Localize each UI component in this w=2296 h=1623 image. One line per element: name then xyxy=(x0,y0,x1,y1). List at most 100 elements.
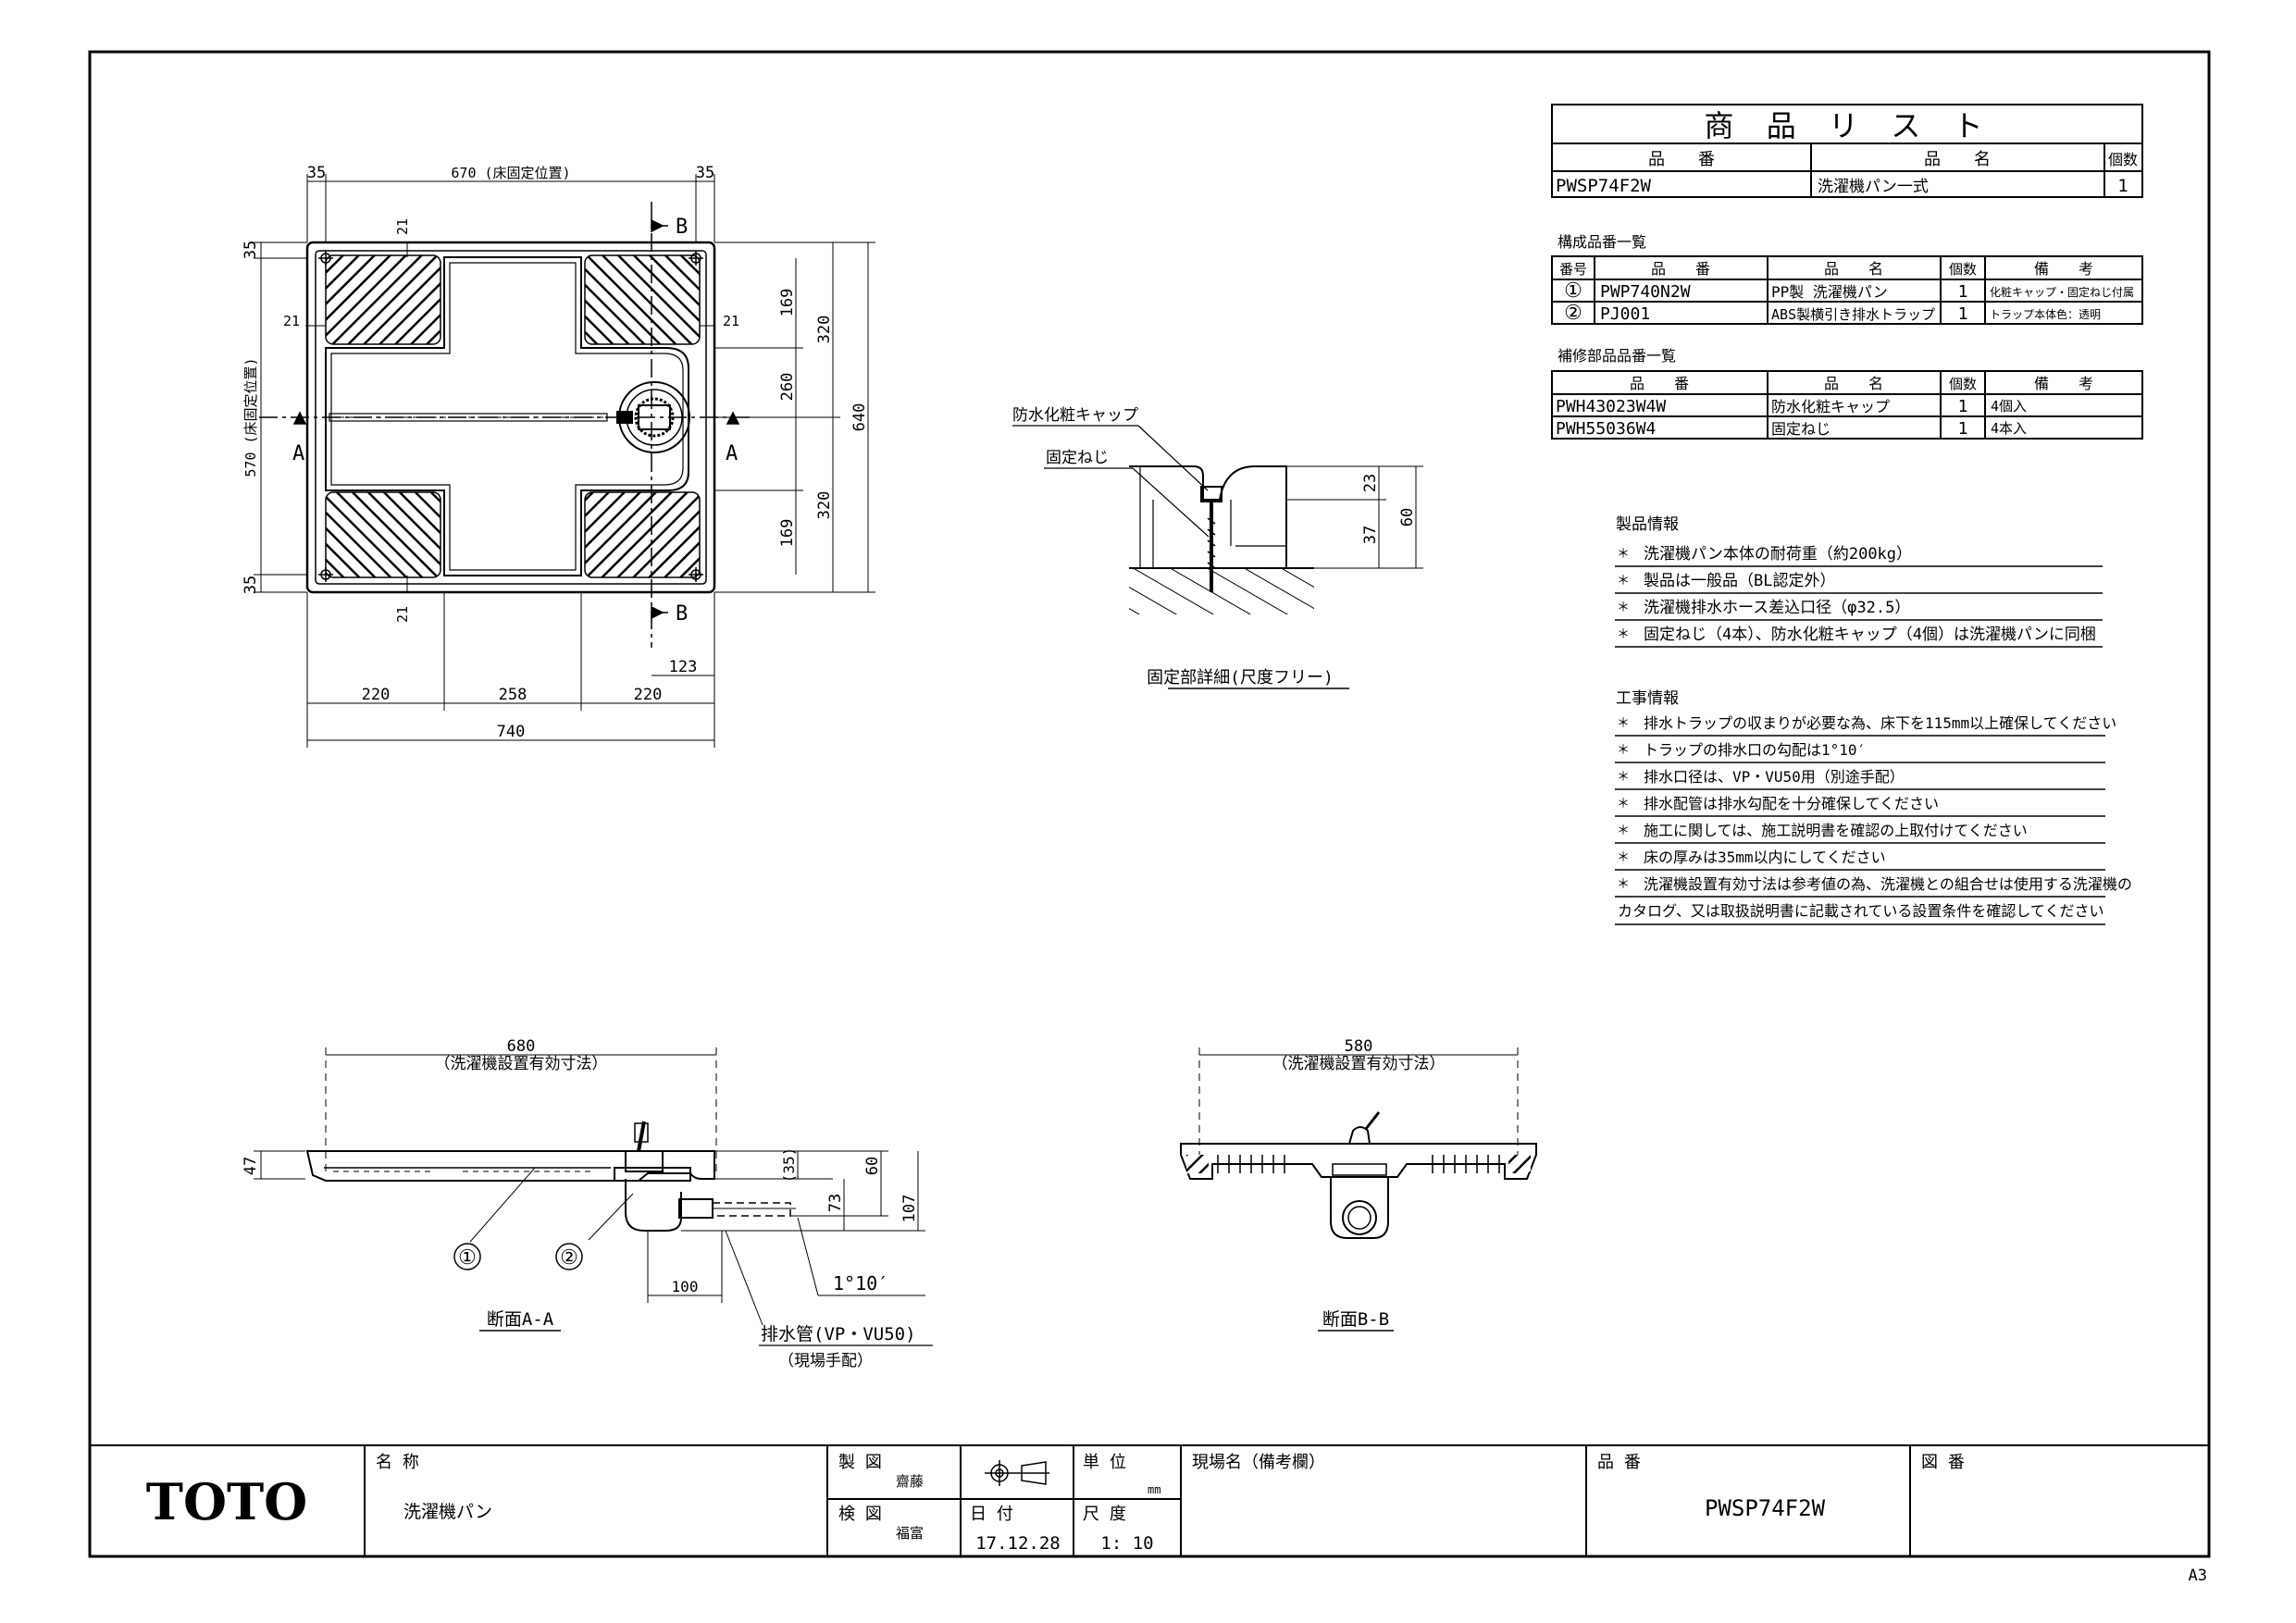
section-aa-pipe: 排水管(VP・VU50) xyxy=(761,1324,916,1344)
scale-label: 尺 度 xyxy=(1083,1505,1126,1524)
section-aa-dim-680: 680 xyxy=(507,1037,536,1056)
section-aa-dim-100: 100 xyxy=(672,1278,699,1295)
dim-right-260: 260 xyxy=(778,373,797,402)
code-label: 品 番 xyxy=(1597,1453,1641,1472)
svg-text:＊: ＊ xyxy=(1617,770,1630,785)
section-aa-dim-73: 73 xyxy=(826,1194,845,1212)
dim-bottom-740: 740 xyxy=(497,723,526,741)
product-list-header-name: 品 名 xyxy=(1924,150,1991,169)
section-aa: ① ② 680 （洗濯機設置有効寸法） 47 (35) 60 73 107 10… xyxy=(242,1037,933,1370)
section-bb: 580 （洗濯機設置有効寸法） 断面B-B xyxy=(1180,1037,1537,1332)
drawn-label: 製 図 xyxy=(838,1453,882,1472)
svg-text:施工に関しては、施工説明書を確認の上取付けてください: 施工に関しては、施工説明書を確認の上取付けてください xyxy=(1644,822,2028,839)
components-table xyxy=(1551,255,2143,325)
svg-text:＊: ＊ xyxy=(1617,850,1630,865)
repair-2-name: 固定ねじ xyxy=(1771,420,1831,438)
svg-text:洗濯機排水ホース差込口径（φ32.5）: 洗濯機排水ホース差込口径（φ32.5） xyxy=(1644,599,1910,617)
dim-top-35-right: 35 xyxy=(696,164,714,182)
dim-bottom-220-left: 220 xyxy=(362,686,391,704)
product-info-title: 製品情報 xyxy=(1616,515,1679,534)
construction-info-item: ＊ 排水トラップの収まりが必要な為、床下を115mm以上確保してください xyxy=(1615,714,2116,737)
svg-text:洗濯機パン本体の耐荷重（約200kg）: 洗濯機パン本体の耐荷重（約200kg） xyxy=(1644,545,1912,564)
repair-parts-title: 補修部品品番一覧 xyxy=(1558,347,1676,365)
construction-info-item: ＊ トラップの排水口の勾配は1°10′ xyxy=(1615,741,2105,763)
section-aa-dim-107: 107 xyxy=(900,1195,919,1223)
unit-label: 単 位 xyxy=(1083,1453,1126,1472)
svg-text:＊: ＊ xyxy=(1617,547,1630,562)
component-2-no: ② xyxy=(1564,302,1582,325)
svg-text:床の厚みは35mm以内にしてください: 床の厚みは35mm以内にしてください xyxy=(1644,849,1886,866)
product-info-item: ＊ 固定ねじ（4本）、防水化粧キャップ（4個）は洗濯機パンに同梱 xyxy=(1615,626,2103,648)
section-mark-a-left: A xyxy=(292,442,304,465)
components-header-note: 備 考 xyxy=(2034,260,2093,278)
component-2-code: PJ001 xyxy=(1600,304,1650,324)
section-bb-dim-580: 580 xyxy=(1345,1037,1373,1056)
component-1-name: PP製 洗濯機パン xyxy=(1771,283,1888,301)
date-value: 17.12.28 xyxy=(975,1533,1061,1554)
component-2-note: トラップ本体色：透明 xyxy=(1990,308,2101,321)
company-logo: TOTO xyxy=(146,1472,307,1531)
construction-info-item: ＊ 床の厚みは35mm以内にしてください xyxy=(1615,849,2105,871)
construction-info-item: ＊施工に関しては、施工説明書を確認の上取付けてください xyxy=(1615,822,2105,844)
section-aa-effective: （洗濯機設置有効寸法） xyxy=(435,1055,608,1073)
construction-info-item: ＊ 排水配管は排水勾配を十分確保してください xyxy=(1615,795,2105,817)
section-aa-pipe-note: （現場手配） xyxy=(778,1352,873,1370)
section-aa-caption: 断面A-A xyxy=(487,1309,554,1330)
dim-bottom-258: 258 xyxy=(499,686,527,704)
code-value: PWSP74F2W xyxy=(1705,1495,1826,1521)
svg-text:＊: ＊ xyxy=(1617,716,1630,731)
dim-left-570: 570 (床固定位置) xyxy=(242,357,259,477)
section-aa-callout-2: ② xyxy=(560,1246,578,1270)
fixing-dim-23: 23 xyxy=(1361,474,1380,492)
date-label: 日 付 xyxy=(970,1505,1013,1524)
section-mark-b-top: B xyxy=(676,216,688,239)
repair-header-code: 品 番 xyxy=(1630,375,1689,392)
svg-text:＊: ＊ xyxy=(1617,743,1630,758)
product-info-item: ＊ 洗濯機排水ホース差込口径（φ32.5） xyxy=(1615,599,2103,621)
name-value: 洗濯機パン xyxy=(403,1502,492,1522)
construction-info-item: カタログ、又は取扱説明書に記載されている設置条件を確認してください xyxy=(1615,902,2105,925)
product-info-list: ＊ 洗濯機パン本体の耐荷重（約200kg） ＊ 製品は一般品（BL認定外） ＊ … xyxy=(1615,545,2103,648)
dim-right-169-top: 169 xyxy=(778,289,797,317)
product-list-qty: 1 xyxy=(2117,176,2128,196)
sheet-size: A3 xyxy=(2189,1567,2207,1585)
dim-r21-right: 21 xyxy=(723,313,739,329)
repair-1-qty: 1 xyxy=(1958,397,1968,416)
dim-right-320-bottom: 320 xyxy=(815,491,834,520)
svg-text:排水口径は、VP・VU50用（別途手配）: 排水口径は、VP・VU50用（別途手配） xyxy=(1644,768,1905,786)
svg-text:固定ねじ（4本）、防水化粧キャップ（4個）は洗濯機パンに同梱: 固定ねじ（4本）、防水化粧キャップ（4個）は洗濯機パンに同梱 xyxy=(1644,626,2096,644)
svg-text:＊: ＊ xyxy=(1617,797,1630,812)
fixing-label-screw: 固定ねじ xyxy=(1046,449,1109,467)
product-list-table xyxy=(1551,104,2143,198)
components-header-name: 品 名 xyxy=(1824,260,1883,278)
name-label: 名 称 xyxy=(376,1453,419,1472)
projection-symbol-icon xyxy=(985,1460,1049,1486)
fixing-label-cap: 防水化粧キャップ xyxy=(1012,406,1138,425)
dim-right-640: 640 xyxy=(850,403,869,432)
product-info-item: ＊ 洗濯機パン本体の耐荷重（約200kg） xyxy=(1615,545,2103,567)
sheet-border xyxy=(88,50,2211,1558)
svg-text:排水配管は排水勾配を十分確保してください: 排水配管は排水勾配を十分確保してください xyxy=(1644,795,1939,812)
components-header-qty: 個数 xyxy=(1949,261,1977,278)
repair-2-code: PWH55036W4 xyxy=(1556,419,1656,439)
dim-bottom-123: 123 xyxy=(669,658,698,676)
svg-text:トラップの排水口の勾配は1°10′: トラップの排水口の勾配は1°10′ xyxy=(1644,741,1866,759)
svg-text:＊: ＊ xyxy=(1617,574,1630,588)
svg-text:＊: ＊ xyxy=(1617,627,1630,642)
repair-2-qty: 1 xyxy=(1958,419,1968,439)
section-aa-dim-35: (35) xyxy=(780,1147,798,1183)
component-1-note: 化粧キャップ・固定ねじ付属 xyxy=(1990,285,2134,299)
dim-bottom-220-right: 220 xyxy=(634,686,663,704)
product-list-code: PWSP74F2W xyxy=(1556,176,1652,196)
svg-text:排水トラップの収まりが必要な為、床下を115mm以上確保して: 排水トラップの収まりが必要な為、床下を115mm以上確保してください xyxy=(1644,714,2116,732)
construction-info-list: ＊ 排水トラップの収まりが必要な為、床下を115mm以上確保してください ＊ トラッ… xyxy=(1615,714,2132,925)
dim-right-169-bottom: 169 xyxy=(778,519,797,548)
plan-view: B B A A 35 670 (床 xyxy=(242,164,875,748)
fixing-detail: 防水化粧キャップ 固定ねじ 23 37 60 固定部詳細(尺度フリー) xyxy=(1012,406,1423,689)
repair-1-name: 防水化粧キャップ xyxy=(1771,398,1890,415)
scale-value: 1: 10 xyxy=(1100,1533,1153,1554)
fixing-detail-caption: 固定部詳細(尺度フリー) xyxy=(1147,668,1334,688)
dim-left-35-top: 35 xyxy=(242,241,260,259)
product-info-item: ＊ 製品は一般品（BL認定外） xyxy=(1615,572,2103,594)
